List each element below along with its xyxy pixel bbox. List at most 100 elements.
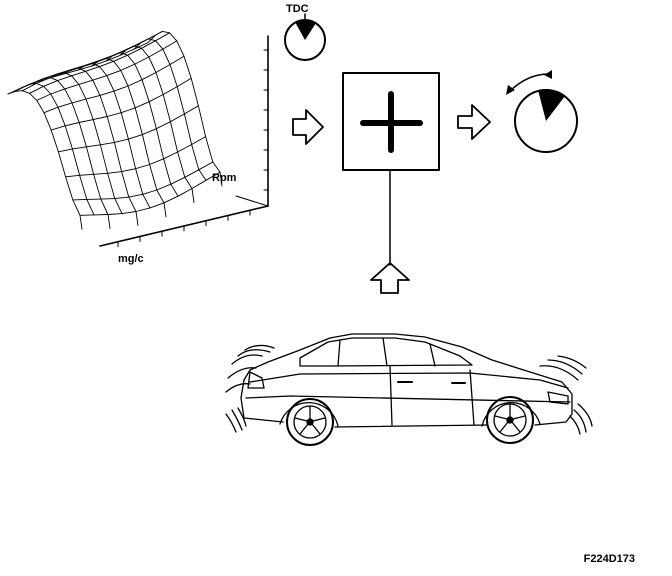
mesh-segment [197,105,207,138]
mesh-segment [85,98,94,121]
mesh-segment [71,75,80,85]
mesh-segment [141,40,157,49]
map-axis-ticks [117,49,269,248]
mesh-segment [63,67,79,74]
mesh-segment [141,79,150,103]
mesh-segment [170,183,179,197]
mesh-segment [119,45,135,54]
mesh-segment [142,189,158,195]
mesh-segment [71,70,87,77]
mesh-segment [212,161,221,173]
mesh-segment [183,113,193,145]
mesh-segment [99,144,109,174]
mesh-segment [121,211,137,215]
mesh-segment [198,161,214,171]
mesh-segment [162,94,171,123]
mesh-segment [21,90,31,94]
mesh-segment [169,32,178,42]
mesh-segment [106,112,122,117]
mesh-segment [205,136,214,163]
vibration-marks-rear-top [225,354,263,393]
mesh-segment [79,174,88,200]
mesh-segment [64,125,73,150]
mesh-segment [106,116,115,143]
mesh-segment [163,202,167,218]
mesh-segment [71,102,80,123]
mesh-segment [7,90,16,95]
mesh-segment [162,40,178,50]
mesh-segment [177,144,193,153]
mesh-segment [79,173,95,176]
mesh-segment [148,56,157,73]
car-tail-light [247,371,265,389]
mesh-segment [119,52,129,56]
mesh-segment [113,141,123,173]
mesh-segment [92,116,108,121]
arrow-up-icon [370,262,410,294]
mesh-segment [77,67,87,72]
mesh-segment [64,83,80,90]
mesh-segment [191,144,200,171]
mesh-segment [85,66,101,72]
mesh-segment [113,138,129,143]
mesh-segment [169,55,185,65]
mesh-segment [134,63,143,81]
mesh-segment [14,90,23,92]
mesh-segment [99,60,115,68]
car-shoulder-line [249,372,569,389]
mesh-segment [141,128,157,136]
mesh-segment [141,72,157,81]
mesh-segment [128,196,137,212]
mesh-segment [113,90,122,114]
mesh-segment [149,202,165,209]
mesh-segment [163,158,172,185]
mesh-segment [106,75,115,92]
mesh-segment [176,86,185,115]
mesh-segment [72,199,81,216]
mesh-segment [50,125,66,131]
mesh-segment [49,72,65,79]
mesh-segment [149,158,165,165]
mesh-segment [57,151,67,178]
mesh-segment [191,179,207,189]
mesh-segment [198,169,207,181]
mesh-segment [141,47,150,58]
car-front-wheel [486,396,534,444]
vibration-marks-rear-upper [237,344,275,357]
map-surface-mesh [7,30,223,230]
mesh-segment [121,168,137,173]
mesh-segment [148,48,164,58]
mesh-segment [184,176,193,189]
mesh-segment [133,42,149,50]
arrow-right-icon [457,104,491,140]
mesh-segment [156,189,165,204]
mesh-segment [78,83,87,100]
car-b-pillar [382,337,388,367]
mesh-segment [29,85,45,94]
car-head-light [547,391,569,405]
mesh-segment [91,58,107,65]
mesh-segment [142,193,151,209]
mesh-segment [105,58,115,62]
mesh-segment [176,77,192,88]
advance-sector [538,89,565,121]
mesh-segment [149,164,158,191]
car-rear-wheel [286,398,334,446]
sum-box [342,72,440,171]
mesh-segment [93,172,109,175]
mesh-segment [85,70,94,81]
mesh-segment [120,63,136,71]
mesh-segment [135,168,144,195]
mesh-segment [169,64,178,88]
mesh-segment [65,176,74,201]
mesh-segment [162,48,171,65]
mesh-segment [155,72,164,95]
advance-arrow-head-right [544,70,552,79]
mesh-segment [28,78,44,85]
mesh-segment [119,48,135,56]
mesh-segment [205,171,221,181]
mesh-segment [57,80,66,90]
mesh-segment [113,85,129,92]
mesh-segment [113,60,122,71]
mesh-segment [49,77,59,82]
